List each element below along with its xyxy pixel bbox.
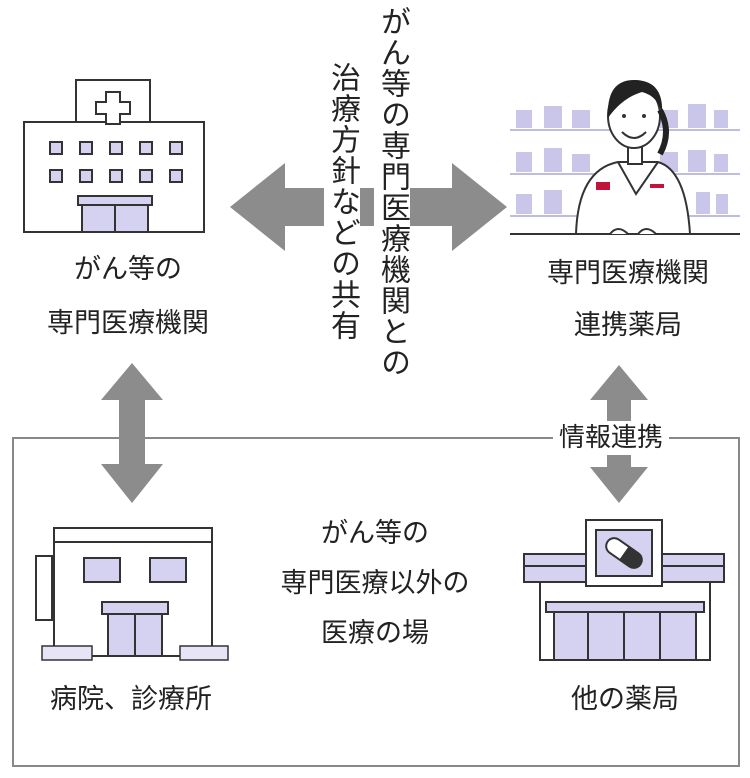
vertical-text-treatment-policy: 治療方針などの共有 [324, 62, 360, 341]
local-care-region-frame [12, 437, 740, 767]
region-center-line2: 専門医療以外の [280, 568, 470, 599]
region-center-line3: 医療の場 [321, 618, 429, 649]
top-right-label-line2: 連携薬局 [574, 310, 682, 341]
hospital-icon [23, 79, 205, 233]
vertical-text-specialist-link: がん等の専門医療機関との [374, 6, 410, 378]
pharmacy-store-icon [523, 519, 725, 661]
bottom-right-label: 他の薬局 [571, 684, 679, 715]
top-left-label-line1: がん等の [74, 254, 182, 285]
info-sharing-tag: 情報連携 [553, 421, 670, 455]
bottom-left-label: 病院、診療所 [50, 684, 212, 715]
top-left-label-line2: 専門医療機関 [47, 308, 209, 339]
region-center-line1: がん等の [321, 518, 429, 549]
pharmacist-icon [510, 80, 740, 235]
clinic-icon [35, 527, 229, 661]
top-right-label-line1: 専門医療機関 [547, 258, 709, 289]
